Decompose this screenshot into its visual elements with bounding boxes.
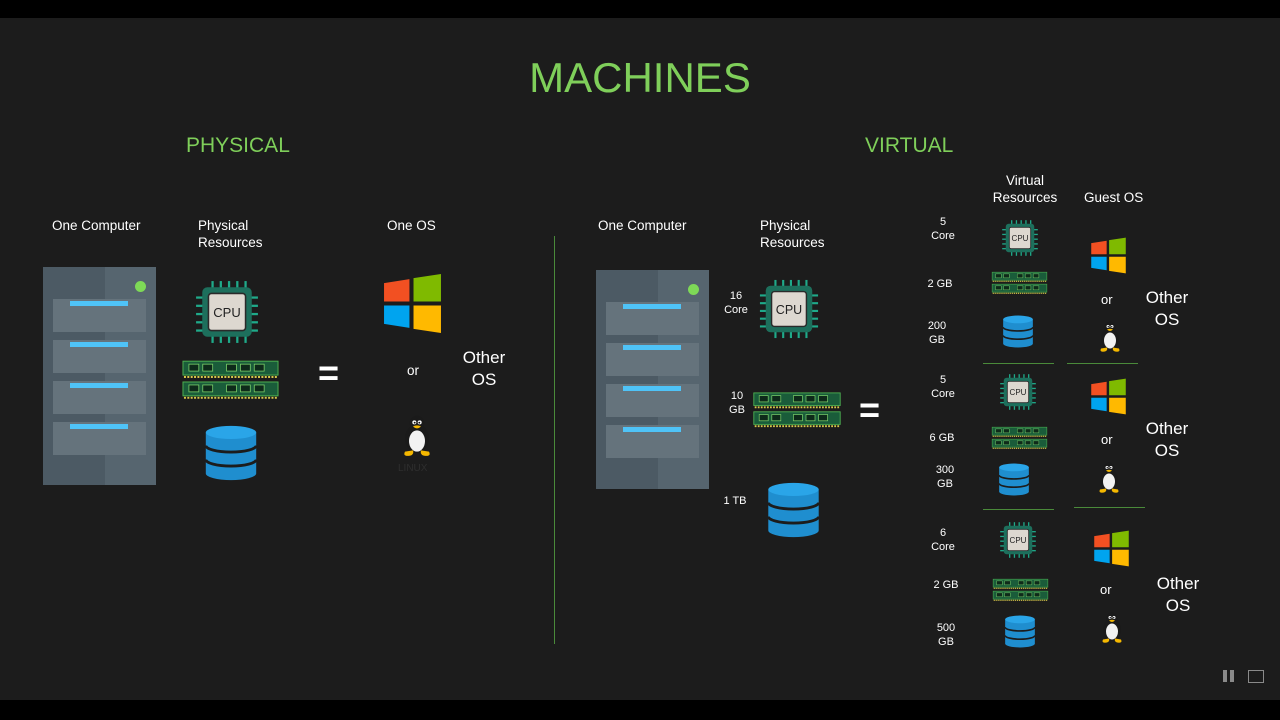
database-disk-icon xyxy=(766,482,821,538)
virtual-equals-sign: = xyxy=(859,389,881,430)
physical-one-computer-label: One Computer xyxy=(52,218,141,233)
vm2-os-separator xyxy=(1074,507,1145,508)
vm1-ram-amount: 2 GB xyxy=(927,278,953,290)
vm1-cpu-chip-icon: CPU xyxy=(1001,219,1039,257)
other-os-label: Other OS xyxy=(462,348,506,389)
vm3-cpu-amount: 6 Core xyxy=(931,527,955,553)
vm2-windows-logo-icon xyxy=(1091,378,1126,415)
vm3-or-text: or xyxy=(1100,582,1112,597)
svg-text:CPU: CPU xyxy=(1010,536,1027,545)
physical-ram-amount: 10 GB xyxy=(729,390,745,416)
virtual-resources-label: Virtual Resources xyxy=(992,173,1058,205)
vm1-database-disk-icon xyxy=(1002,315,1034,348)
vm3-other-os-label: Other OS xyxy=(1156,574,1200,615)
vm2-cpu-chip-icon: CPU xyxy=(999,373,1037,411)
svg-text:CPU: CPU xyxy=(776,303,802,317)
windows-logo-icon xyxy=(384,274,441,333)
virtual-one-computer-label: One Computer xyxy=(598,218,687,233)
vm3-disk-amount: 500 GB xyxy=(936,622,956,648)
cpu-chip-icon: CPU xyxy=(758,278,820,340)
vm2-other-os-label: Other OS xyxy=(1145,419,1189,460)
or-text: or xyxy=(407,363,420,378)
physical-disk-amount: 1 TB xyxy=(723,495,747,507)
svg-text:CPU: CPU xyxy=(1012,234,1029,243)
vm2-ram-amount: 6 GB xyxy=(929,432,955,444)
slide-title: MACHINES xyxy=(529,54,751,101)
vm3-ram-amount: 2 GB xyxy=(933,579,959,591)
virtual-physical-resources-label: Physical Resources xyxy=(760,218,825,250)
vm3-linux-tux-icon xyxy=(1102,612,1122,643)
screen-icon[interactable] xyxy=(1248,670,1264,683)
physical-heading: PHYSICAL xyxy=(186,134,290,157)
physical-cpu-amount: 16 Core xyxy=(724,290,748,316)
svg-text:CPU: CPU xyxy=(213,305,240,320)
linux-tux-icon xyxy=(404,415,430,456)
server-icon xyxy=(43,267,156,485)
vm1-ram-module-icon xyxy=(991,271,1048,294)
vm2-linux-tux-icon xyxy=(1099,462,1119,493)
virtual-server-icon xyxy=(596,270,709,489)
vm3-database-disk-icon xyxy=(1004,615,1036,648)
database-disk-icon xyxy=(204,425,258,481)
vm1-separator xyxy=(983,363,1054,364)
vm1-windows-logo-icon xyxy=(1091,237,1126,274)
physical-equals-sign: = xyxy=(318,352,340,393)
vm1-os-separator xyxy=(1067,363,1138,364)
vm1-or-text: or xyxy=(1101,292,1113,307)
ram-module-icon xyxy=(752,391,842,428)
vm1-cpu-amount: 5 Core xyxy=(931,216,955,242)
vm2-separator xyxy=(983,509,1054,510)
physical-resources-label: Physical Resources xyxy=(198,218,263,250)
ram-module-icon xyxy=(181,360,280,399)
vm3-cpu-chip-icon: CPU xyxy=(999,521,1037,559)
pause-icon[interactable] xyxy=(1223,670,1235,682)
one-os-label: One OS xyxy=(387,218,436,233)
guest-os-label: Guest OS xyxy=(1084,190,1144,205)
vm2-disk-amount: 300 GB xyxy=(935,464,955,490)
vm2-cpu-amount: 5 Core xyxy=(931,374,955,400)
vm3-ram-module-icon xyxy=(992,578,1049,601)
linux-caption: LINUX xyxy=(398,463,428,474)
virtual-heading: VIRTUAL xyxy=(865,134,954,157)
cpu-chip-icon: CPU xyxy=(194,279,260,345)
vm1-disk-amount: 200 GB xyxy=(927,320,947,346)
slide: MACHINES PHYSICAL One Computer Physical … xyxy=(0,18,1280,700)
vm1-other-os-label: Other OS xyxy=(1145,288,1189,329)
vm2-or-text: or xyxy=(1101,432,1113,447)
vm2-ram-module-icon xyxy=(991,426,1048,449)
section-divider xyxy=(554,236,555,644)
vm3-windows-logo-icon xyxy=(1094,530,1129,567)
svg-text:CPU: CPU xyxy=(1010,388,1027,397)
vm2-database-disk-icon xyxy=(998,463,1030,496)
vm1-linux-tux-icon xyxy=(1100,321,1120,352)
